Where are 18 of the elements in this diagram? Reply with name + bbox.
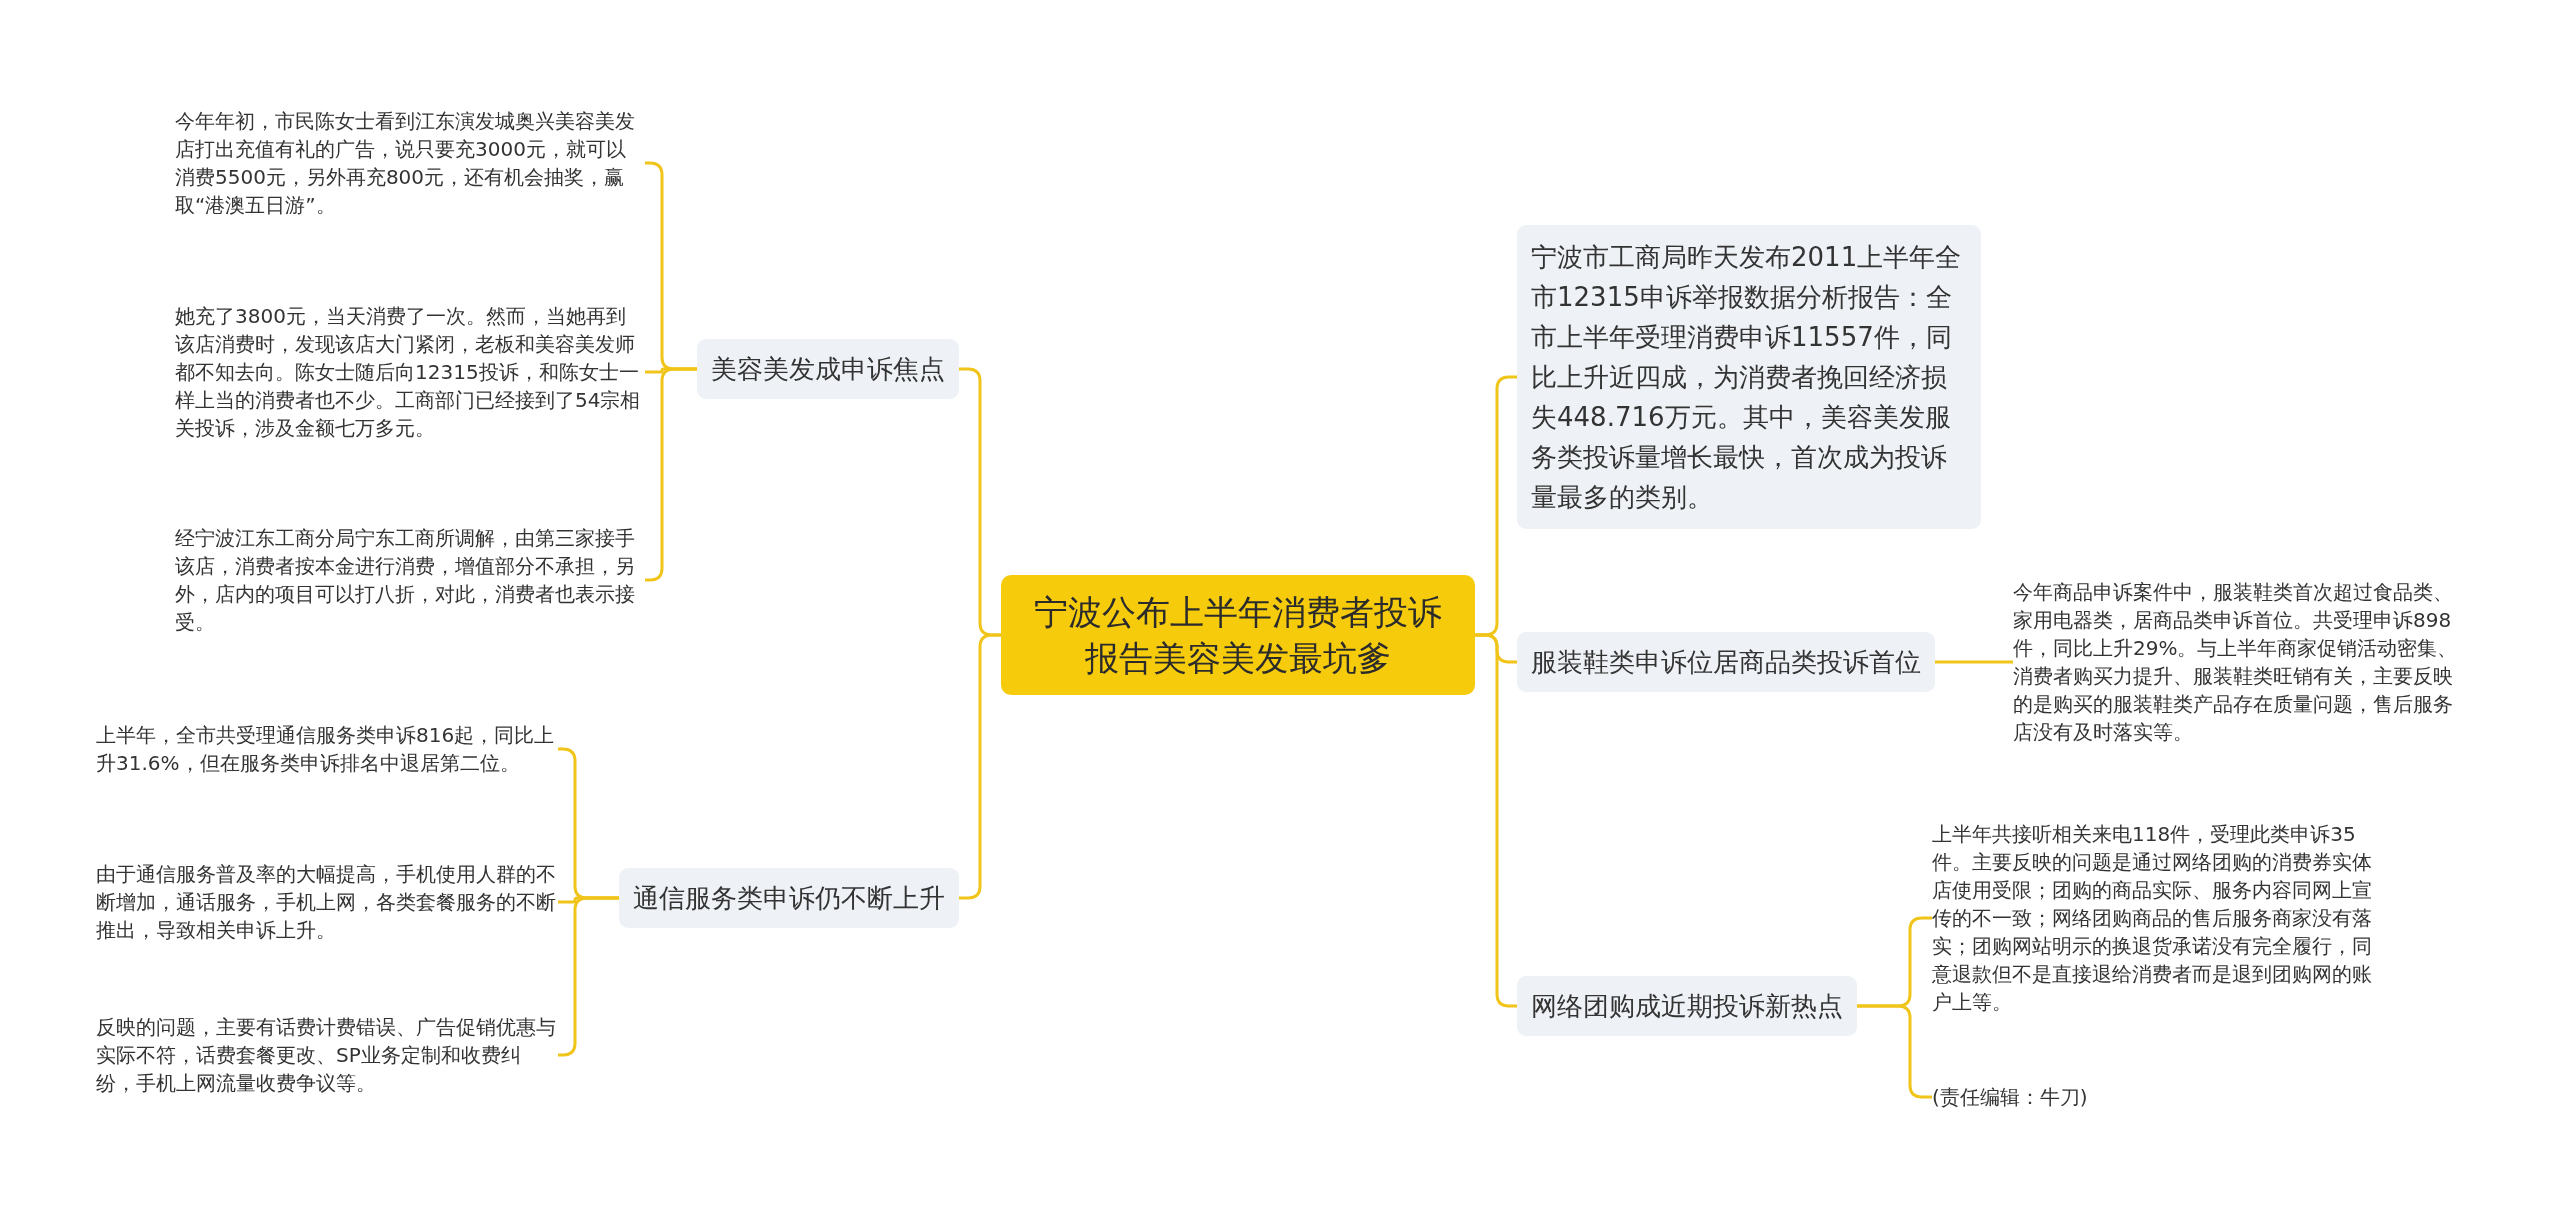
topic-box: 宁波市工商局昨天发布2011上半年全市12315申诉举报数据分析报告：全市上半年受理消费申诉11557件，同比上升近四成，为消费者挽回经济损失448.716万元。其中，美容美发服务类投诉量增长最快，首次成为投诉量最多的类别。 bbox=[1517, 225, 1981, 529]
topic-box: 美容美发成申诉焦点 bbox=[697, 339, 959, 399]
note-text: 经宁波江东工商分局宁东工商所调解，由第三家接手该店，消费者按本金进行消费，增值部分不承担，另外，店内的项目可以打八折，对此，消费者也表示接受。 bbox=[175, 524, 645, 636]
note-text: 上半年，全市共受理通信服务类申诉816起，同比上升31.6%，但在服务类申诉排名中退居第二位。 bbox=[96, 721, 558, 777]
connector-line bbox=[1475, 633, 1517, 1008]
central-topic-box: 宁波公布上半年消费者投诉报告美容美发最坑爹 bbox=[1001, 575, 1475, 695]
topic-box: 网络团购成近期投诉新热点 bbox=[1517, 976, 1857, 1036]
note-text: 由于通信服务普及率的大幅提高，手机使用人群的不断增加，通话服务，手机上网，各类套餐服务的不断推出，导致相关申诉上升。 bbox=[96, 860, 558, 944]
connector-line bbox=[959, 633, 1001, 900]
note-text: 今年商品申诉案件中，服装鞋类首次超过食品类、家用电器类，居商品类申诉首位。共受理申诉898件，同比上升29%。与上半年商家促销活动密集、消费者购买力提升、服装鞋类旺销有关，主要反映的是购买的服装鞋类产品存在质量问题，售后服务店没有及时落实等。 bbox=[2013, 578, 2465, 746]
note-text: 她充了3800元，当天消费了一次。然而，当她再到该店消费时，发现该店大门紧闭，老板和美容美发师都不知去向。陈女士随后向12315投诉，和陈女士一样上当的消费者也不少。工商部门已经接到了54宗相关投诉，涉及金额七万多元。 bbox=[175, 302, 645, 442]
note-text: 上半年共接听相关来电118件，受理此类申诉35件。主要反映的问题是通过网络团购的消费券实体店使用受限；团购的商品实际、服务内容同网上宣传的不一致；网络团购商品的售后服务商家没有落实；团购网站明示的换退货承诺没有完全履行，同意退款但不是直接退给消费者而是退到团购网的账户上等。 bbox=[1932, 820, 2384, 1016]
topic-box: 通信服务类申诉仍不断上升 bbox=[619, 868, 959, 928]
note-text: 反映的问题，主要有话费计费错误、广告促销优惠与实际不符，话费套餐更改、SP业务定制和收费纠纷，手机上网流量收费争议等。 bbox=[96, 1013, 558, 1097]
topic-box: 服装鞋类申诉位居商品类投诉首位 bbox=[1517, 632, 1935, 692]
note-text: (责任编辑：牛刀) bbox=[1932, 1083, 2192, 1111]
note-text: 今年年初，市民陈女士看到江东演发城奥兴美容美发店打出充值有礼的广告，说只要充3000元，就可以消费5500元，另外再充800元，还有机会抽奖，赢取“港澳五日游”。 bbox=[175, 107, 645, 219]
connector-line bbox=[1935, 660, 2013, 664]
